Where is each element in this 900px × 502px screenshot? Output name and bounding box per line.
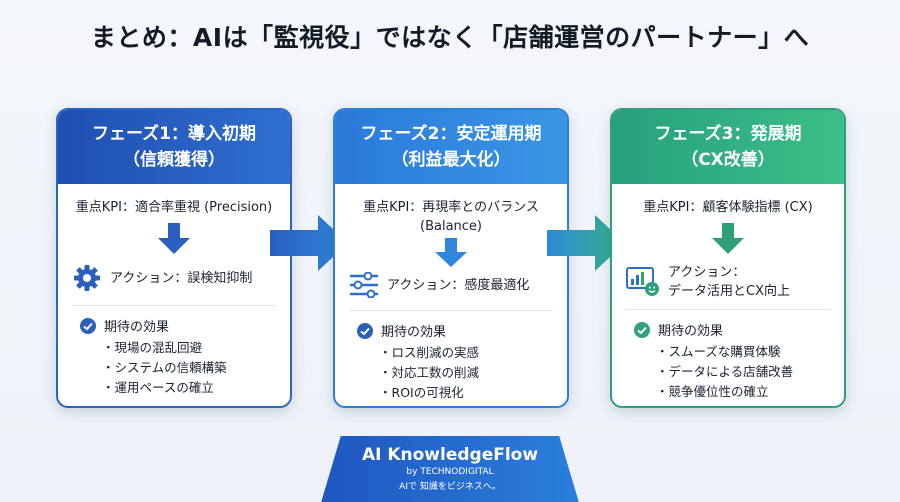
phase-3-subtitle: （CX改善） bbox=[681, 150, 775, 170]
phase-2-kpi: 重点KPI：再現率とのバランス (Balance) bbox=[335, 198, 567, 236]
list-item: 現場の混乱回避 bbox=[102, 338, 290, 358]
list-item: 運用ペースの確立 bbox=[102, 378, 290, 398]
phase-1-header: フェーズ1：導入初期 （信頼獲得） bbox=[58, 110, 290, 184]
phase-1-title: フェーズ1：導入初期 bbox=[92, 124, 256, 144]
list-item: 競争優位性の確立 bbox=[656, 382, 844, 402]
list-item: システムの信頼構築 bbox=[102, 358, 290, 378]
list-item: データによる店舗改善 bbox=[656, 362, 844, 382]
phase-2-kpi-text: 重点KPI：再現率とのバランス bbox=[363, 200, 539, 215]
phase-2-action-text: アクション：感度最適化 bbox=[387, 277, 530, 293]
right-arrow-icon bbox=[270, 215, 348, 271]
gear-icon bbox=[74, 265, 100, 291]
down-arrow-icon bbox=[435, 238, 467, 267]
phase-3-kpi-text: 重点KPI：顧客体験指標 (CX) bbox=[643, 200, 813, 215]
list-item: 対応工数の削減 bbox=[379, 363, 567, 383]
phase-2-subtitle: （利益最大化） bbox=[391, 150, 511, 170]
phase-1-effect-header: 期待の効果 bbox=[58, 316, 290, 335]
check-circle-icon bbox=[357, 322, 373, 339]
brand-tagline: AIで 知識をビジネスへ。 bbox=[399, 482, 501, 492]
phase-1-action: アクション：誤検知抑制 bbox=[58, 263, 290, 293]
phase-3-header: フェーズ3：発展期 （CX改善） bbox=[612, 110, 844, 184]
phase-2-effect-header: 期待の効果 bbox=[335, 321, 567, 340]
phase-2-action: アクション：感度最適化 bbox=[335, 272, 567, 298]
brand-name: AI KnowledgeFlow bbox=[361, 445, 539, 465]
check-circle-icon bbox=[80, 317, 96, 334]
phase-3-effect-list: スムーズな購買体験 データによる店舗改善 競争優位性の確立 bbox=[612, 342, 844, 402]
phase-3-effect-label: 期待の効果 bbox=[658, 324, 724, 339]
phase-3-action-subtext: データ活用とCX向上 bbox=[668, 284, 790, 299]
list-item: ロス削減の実感 bbox=[379, 343, 567, 363]
brand-byline: by TECHNODIGITAL bbox=[406, 467, 494, 477]
phase-1-kpi: 重点KPI：適合率重視 (Precision) bbox=[58, 198, 290, 217]
phase-2-effect-label: 期待の効果 bbox=[381, 325, 447, 340]
list-item: ROIの可視化 bbox=[379, 383, 567, 403]
phase-1-kpi-text: 重点KPI：適合率重視 (Precision) bbox=[75, 200, 273, 215]
sliders-icon bbox=[349, 272, 379, 298]
phase-2-title: フェーズ2：安定運用期 bbox=[360, 124, 542, 144]
brand-banner: AI KnowledgeFlow by TECHNODIGITAL AIで 知識… bbox=[320, 436, 580, 502]
phase-1-action-text: アクション：誤検知抑制 bbox=[110, 270, 253, 286]
divider bbox=[626, 309, 830, 310]
phase-1-effect-list: 現場の混乱回避 システムの信頼構築 運用ペースの確立 bbox=[58, 338, 290, 398]
phase-3-card: フェーズ3：発展期 （CX改善） 重点KPI：顧客体験指標 (CX) アクション… bbox=[610, 108, 846, 408]
phase-2-card: フェーズ2：安定運用期 （利益最大化） 重点KPI：再現率とのバランス (Bal… bbox=[333, 108, 569, 408]
divider bbox=[349, 310, 553, 311]
phase-1-effect-label: 期待の効果 bbox=[104, 320, 170, 335]
divider bbox=[72, 305, 276, 306]
phase-3-action-text: アクション： bbox=[668, 265, 746, 280]
list-item: スムーズな購買体験 bbox=[656, 342, 844, 362]
phase-2-effect-list: ロス削減の実感 対応工数の削減 ROIの可視化 bbox=[335, 343, 567, 403]
phase-3-effect-header: 期待の効果 bbox=[612, 320, 844, 339]
down-arrow-icon bbox=[158, 223, 190, 254]
phase-2-kpi-subtext: (Balance) bbox=[420, 219, 482, 234]
down-arrow-icon bbox=[712, 223, 744, 254]
dashboard-smile-icon bbox=[626, 267, 659, 296]
phase-2-header: フェーズ2：安定運用期 （利益最大化） bbox=[335, 110, 567, 184]
phase-1-card: フェーズ1：導入初期 （信頼獲得） 重点KPI：適合率重視 (Precision… bbox=[56, 108, 292, 408]
phase-3-title: フェーズ3：発展期 bbox=[654, 124, 802, 144]
phase-3-kpi: 重点KPI：顧客体験指標 (CX) bbox=[612, 198, 844, 217]
page-title: まとめ：AIは「監視役」ではなく「店舗運営のパートナー」へ bbox=[90, 23, 810, 52]
check-circle-icon bbox=[634, 321, 650, 338]
right-arrow-icon bbox=[547, 215, 625, 271]
phase-1-subtitle: （信頼獲得） bbox=[123, 150, 225, 170]
phase-3-action: アクション： データ活用とCX向上 bbox=[612, 263, 844, 301]
